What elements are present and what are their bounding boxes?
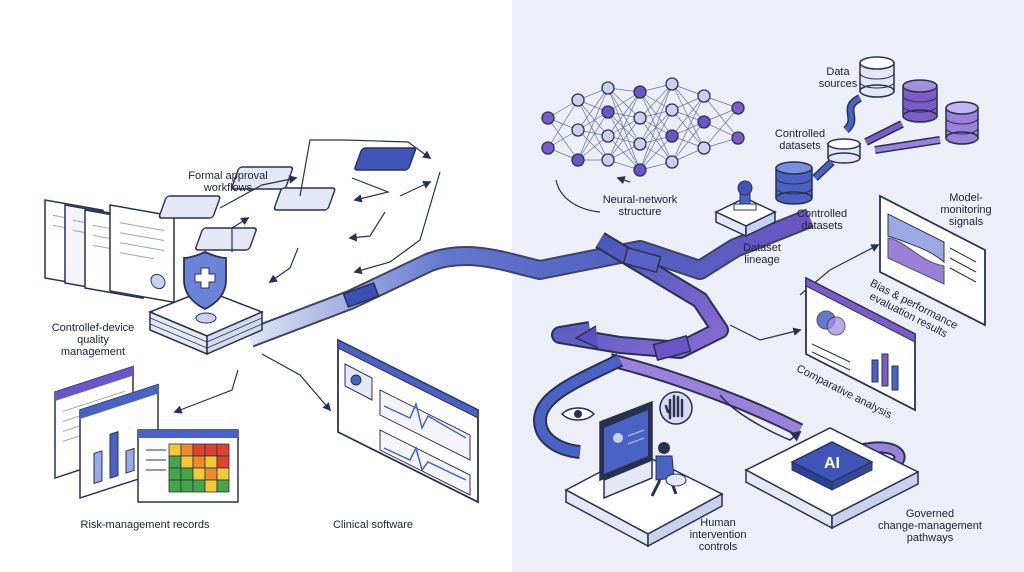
label-formal-approval: Formal approval workflows — [188, 170, 268, 194]
workflow-diagram — [158, 147, 417, 251]
nn-node — [601, 153, 615, 167]
ai-chip-label: AI — [824, 455, 840, 472]
nn-edge — [577, 87, 609, 161]
nn-node — [633, 163, 647, 177]
label-quality-management: Controllef-device quality management — [51, 322, 135, 358]
nn-edge — [577, 129, 609, 161]
nn-edge — [607, 91, 641, 161]
neural-network-graph — [541, 77, 745, 177]
nn-edge — [577, 99, 609, 161]
label-human-intervention: Human intervention controls — [689, 517, 747, 553]
workflow-box-final — [354, 147, 417, 171]
nn-edge — [577, 111, 609, 161]
nn-edge — [703, 95, 739, 139]
nn-edge — [607, 135, 641, 171]
label-model-monitoring: Model- monitoring signals — [940, 192, 992, 228]
model-monitoring-screen — [879, 194, 986, 327]
nn-edge — [607, 91, 641, 137]
control-desk — [564, 400, 724, 548]
nn-edge — [577, 87, 609, 131]
label-controlled-datasets-top: Controlled datasets — [774, 128, 826, 152]
nn-edge — [607, 87, 641, 119]
nn-node — [731, 131, 745, 145]
nn-node — [665, 77, 679, 91]
nn-edge — [607, 87, 641, 145]
ai-chip-icon: AI — [744, 427, 920, 530]
label-neural-network: Neural-network structure — [602, 194, 678, 218]
nn-edge — [671, 121, 705, 163]
nn-node — [697, 115, 711, 129]
nn-edge — [639, 83, 673, 145]
eye-icon — [560, 407, 596, 421]
nn-node — [571, 93, 585, 107]
nn-node — [633, 111, 647, 125]
comparative-analysis-screen — [805, 276, 916, 412]
workflow-arrows — [219, 139, 441, 283]
nn-node — [601, 105, 615, 119]
nn-edge — [547, 99, 579, 149]
workflow-box — [273, 187, 336, 211]
nn-edge — [639, 135, 673, 171]
nn-node — [601, 81, 615, 95]
label-dataset-lineage: Dataset lineage — [743, 242, 781, 266]
nn-edge — [703, 107, 739, 149]
nn-edge — [639, 83, 673, 119]
nn-node — [665, 155, 679, 169]
label-risk-records: Risk-management records — [80, 519, 210, 531]
database-icon — [775, 56, 979, 205]
nn-node — [697, 141, 711, 155]
shield-cross-icon — [183, 251, 227, 311]
nn-node — [633, 137, 647, 151]
risk-heatmap — [168, 443, 230, 493]
nn-node — [731, 101, 745, 115]
nn-node — [571, 123, 585, 137]
nn-node — [665, 129, 679, 143]
nn-node — [571, 153, 585, 167]
main-pipeline-ribbon — [246, 208, 906, 476]
nn-edge — [671, 95, 705, 163]
nn-edge — [607, 111, 641, 171]
left-panel-background — [0, 0, 512, 572]
data-flow-arrows — [812, 94, 941, 181]
document-stack-icon — [44, 199, 175, 304]
nn-edge — [607, 111, 641, 145]
nn-edge — [607, 117, 641, 161]
hand-stop-icon — [659, 391, 693, 425]
robotic-arm-icon — [714, 180, 777, 238]
workflow-box — [158, 195, 221, 219]
nn-node — [541, 111, 555, 125]
nn-edge — [577, 99, 609, 137]
label-data-sources: Data sources — [818, 66, 858, 90]
nn-edge — [607, 87, 641, 171]
workflow-box — [195, 227, 257, 251]
label-controlled-datasets: Controlled datasets — [796, 208, 848, 232]
quality-platform — [148, 289, 264, 356]
nn-node — [633, 85, 647, 99]
label-clinical-software: Clinical software — [332, 519, 414, 531]
nn-edge — [671, 95, 705, 137]
nn-node — [541, 141, 555, 155]
nn-node — [601, 129, 615, 143]
nn-edge — [639, 109, 673, 171]
nn-node — [697, 89, 711, 103]
label-governed-change: Governed change-management pathways — [878, 508, 982, 544]
nn-edge — [639, 83, 673, 171]
clinical-software-screen — [337, 338, 479, 504]
nn-node — [665, 103, 679, 117]
